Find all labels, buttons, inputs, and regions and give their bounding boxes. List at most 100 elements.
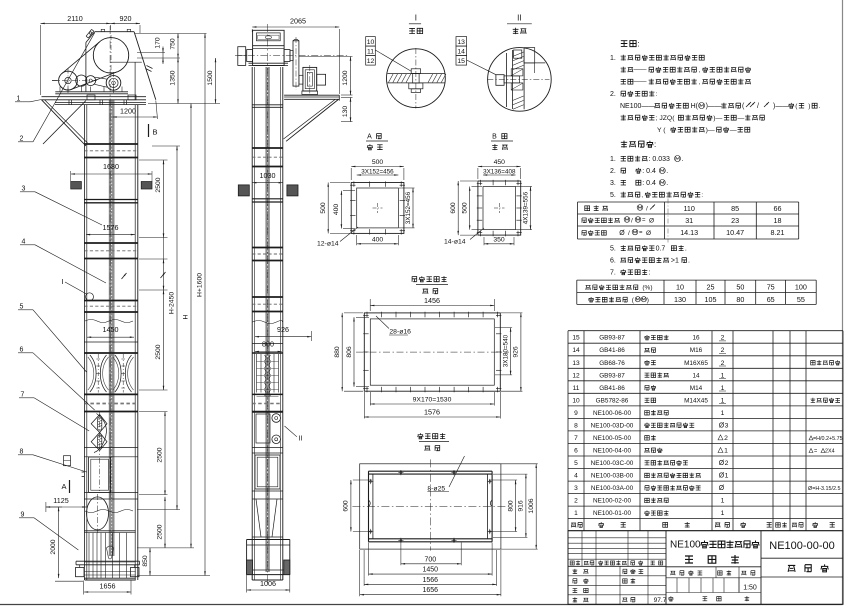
svg-text:)—: )— xyxy=(706,127,715,134)
svg-text::: : xyxy=(649,270,651,277)
svg-text:10: 10 xyxy=(676,282,684,291)
svg-text:6.: 6. xyxy=(610,258,616,265)
svg-text:18: 18 xyxy=(774,216,782,225)
svg-text:11: 11 xyxy=(573,385,580,392)
svg-text:=H/0.2+5.75: =H/0.2+5.75 xyxy=(813,436,843,442)
svg-text:(: ( xyxy=(742,103,745,110)
svg-text:(: ( xyxy=(632,297,635,304)
svg-text:I: I xyxy=(61,277,63,286)
svg-text:6: 6 xyxy=(20,346,24,353)
svg-text:/: / xyxy=(631,218,633,225)
svg-text:11: 11 xyxy=(367,49,374,56)
svg-text:——: —— xyxy=(634,66,648,73)
svg-text:A: A xyxy=(367,134,372,141)
svg-text::: : xyxy=(656,91,658,98)
svg-text:15: 15 xyxy=(572,335,580,342)
svg-text:10: 10 xyxy=(572,397,580,404)
svg-text:1350: 1350 xyxy=(170,70,177,85)
svg-text:5.: 5. xyxy=(610,246,616,253)
svg-text:14: 14 xyxy=(692,372,700,379)
svg-text:170: 170 xyxy=(155,37,162,49)
svg-text::: : xyxy=(701,193,703,199)
svg-text:Ø: Ø xyxy=(719,473,725,480)
svg-text:85: 85 xyxy=(731,204,739,213)
svg-text:/: / xyxy=(628,230,630,237)
svg-text:9X170=1530: 9X170=1530 xyxy=(413,397,452,404)
svg-text:4X139=556: 4X139=556 xyxy=(522,191,529,224)
svg-text:1: 1 xyxy=(721,372,725,379)
svg-text:105: 105 xyxy=(705,295,717,304)
svg-text:12: 12 xyxy=(572,372,580,379)
svg-text:Ø: Ø xyxy=(649,218,654,225)
svg-text:12-ø14: 12-ø14 xyxy=(317,241,339,248)
svg-text:400: 400 xyxy=(372,237,384,244)
svg-text:——: —— xyxy=(634,78,648,85)
svg-text:1.: 1. xyxy=(610,156,616,163)
svg-text:13: 13 xyxy=(457,39,465,46)
svg-text:NE100-00-00: NE100-00-00 xyxy=(769,540,834,552)
svg-text:130: 130 xyxy=(674,295,686,304)
svg-text:65: 65 xyxy=(767,295,775,304)
svg-text:3.: 3. xyxy=(610,180,616,187)
svg-text:7: 7 xyxy=(574,435,578,442)
svg-text:10.47: 10.47 xyxy=(726,228,744,237)
svg-text:Y (: Y ( xyxy=(657,127,666,134)
svg-text:,: , xyxy=(641,193,643,199)
svg-text:)——: )—— xyxy=(706,103,722,110)
svg-text:.: . xyxy=(666,180,668,187)
svg-text:2: 2 xyxy=(721,335,725,342)
svg-text:920: 920 xyxy=(120,14,132,23)
svg-text:1500: 1500 xyxy=(207,70,214,85)
svg-text:5: 5 xyxy=(20,303,24,310)
svg-text:6: 6 xyxy=(574,448,578,455)
svg-text:9: 9 xyxy=(21,511,25,518)
svg-text:II: II xyxy=(517,14,521,23)
svg-text:5.: 5. xyxy=(610,192,616,199)
svg-text:1006: 1006 xyxy=(528,498,535,513)
svg-text:1576: 1576 xyxy=(103,223,119,232)
svg-text:.: . xyxy=(818,103,820,110)
svg-text:1450: 1450 xyxy=(423,567,439,574)
svg-text:800: 800 xyxy=(507,500,514,512)
svg-text:4: 4 xyxy=(574,473,578,480)
svg-text:7.: 7. xyxy=(610,270,616,277)
svg-text:.: . xyxy=(666,168,668,175)
svg-text::: : xyxy=(638,40,640,49)
svg-text:1: 1 xyxy=(574,510,578,517)
svg-text:; JZQ(: ; JZQ( xyxy=(656,115,676,122)
svg-text:400: 400 xyxy=(333,204,340,216)
svg-text:1: 1 xyxy=(725,473,729,480)
svg-text:700: 700 xyxy=(424,556,436,563)
svg-text:NE100-03D-00: NE100-03D-00 xyxy=(591,422,634,429)
svg-text:110: 110 xyxy=(683,204,694,213)
svg-text:NE100-03A-00: NE100-03A-00 xyxy=(591,485,634,492)
svg-text:(: ( xyxy=(795,103,798,110)
svg-text:14: 14 xyxy=(572,347,580,354)
svg-text:1566: 1566 xyxy=(423,577,439,584)
svg-text:1: 1 xyxy=(721,498,725,505)
svg-text:M16: M16 xyxy=(690,347,703,354)
svg-text:NE100-06-00: NE100-06-00 xyxy=(593,410,631,417)
svg-text:1: 1 xyxy=(721,410,725,417)
svg-text:=: = xyxy=(642,218,646,224)
svg-text:Ø: Ø xyxy=(646,230,651,237)
svg-text:Ø: Ø xyxy=(619,230,625,237)
svg-text:H+1600: H+1600 xyxy=(197,273,204,297)
svg-text:NE100: NE100 xyxy=(670,540,701,551)
svg-text:130: 130 xyxy=(342,106,349,118)
svg-text:1: 1 xyxy=(17,95,21,102)
svg-text:GB41-86: GB41-86 xyxy=(599,385,625,392)
svg-text:GB5782-86: GB5782-86 xyxy=(596,397,629,404)
svg-text:1030: 1030 xyxy=(260,171,276,180)
svg-text:2X4: 2X4 xyxy=(825,449,835,455)
svg-text:NE100-05-00: NE100-05-00 xyxy=(593,435,631,442)
svg-text:8: 8 xyxy=(574,422,578,429)
svg-text:2: 2 xyxy=(574,498,578,505)
svg-text:1.: 1. xyxy=(610,55,616,62)
svg-text:14-ø14: 14-ø14 xyxy=(444,239,466,246)
svg-text:1656: 1656 xyxy=(423,587,439,594)
svg-text:2500: 2500 xyxy=(157,524,164,539)
svg-text:800: 800 xyxy=(262,340,274,349)
svg-text:1:50: 1:50 xyxy=(743,584,757,591)
svg-text:1: 1 xyxy=(721,397,725,404)
